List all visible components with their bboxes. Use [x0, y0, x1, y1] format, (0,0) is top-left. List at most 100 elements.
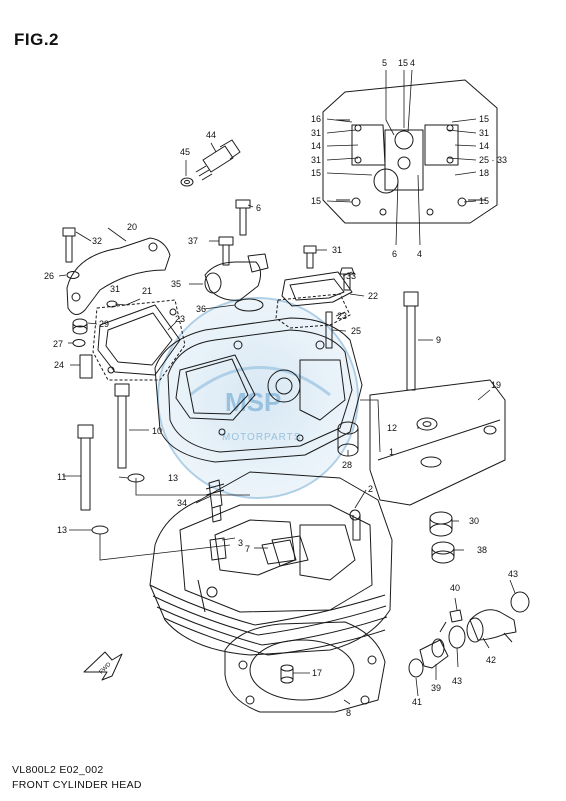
callout-36: 36: [196, 304, 206, 314]
callout-26: 26: [44, 271, 54, 281]
cylinder-head-block: [149, 471, 393, 656]
part-37-bolt: [218, 236, 234, 266]
callout-6-top: 6: [392, 249, 397, 259]
part-42-pipe: [466, 609, 517, 643]
callout-9: 9: [436, 335, 441, 345]
callout-30: 30: [469, 516, 479, 526]
callout-44: 44: [206, 130, 216, 140]
part-6-bolt: [235, 199, 251, 236]
callout-34: 34: [177, 498, 187, 508]
part-20-bracket: [66, 237, 171, 315]
callout-42: 42: [486, 655, 496, 665]
part-30-grommet: [429, 511, 453, 537]
callout-38: 38: [477, 545, 487, 555]
part-40-bolt: [439, 609, 463, 633]
callout-13-a: 13: [168, 473, 178, 483]
part-44-sensor: [195, 139, 241, 181]
part-13-washer-lower: [91, 525, 109, 535]
callout-15: 15: [398, 58, 408, 68]
callout-13-b: 13: [57, 525, 67, 535]
callout-10: 10: [152, 426, 162, 436]
callout-15-d: 15: [479, 196, 489, 206]
callout-39: 39: [431, 683, 441, 693]
callout-6: 6: [256, 203, 261, 213]
callout-27: 27: [53, 339, 63, 349]
part-10-bolt: [114, 383, 130, 469]
callout-3: 3: [238, 538, 243, 548]
callout-31-left: 31: [110, 284, 120, 294]
callout-28: 28: [342, 460, 352, 470]
callout-31-a: 31: [311, 128, 321, 138]
part-25-stud: [325, 311, 333, 349]
callout-labels: 5 15 4 1 6 31 14 31 15 15 15 31 14 25 · 3…: [44, 58, 518, 718]
part-35-thermostat-housing: [204, 253, 269, 301]
callout-33: 33: [346, 271, 356, 281]
part-27-washer: [72, 339, 86, 347]
figure-caption: FRONT CYLINDER HEAD: [12, 779, 142, 791]
callout-12: 12: [387, 423, 397, 433]
part-11-bolt: [77, 424, 94, 511]
callout-14-a: 14: [311, 141, 321, 151]
callout-20: 20: [127, 222, 137, 232]
callout-32: 32: [92, 236, 102, 246]
callout-31-c: 31: [479, 128, 489, 138]
part-24-dowel: [79, 354, 93, 379]
part-12-washer-hole: [422, 421, 432, 427]
callout-31-b: 31: [311, 155, 321, 165]
part-21-valve-cover: [97, 304, 181, 376]
callout-1: 1: [389, 447, 394, 457]
callout-25-33: 25 · 33: [479, 155, 507, 165]
callout-23-right: 23: [337, 311, 347, 321]
part-12-washer: [416, 417, 438, 431]
cylinder-head-top: [167, 329, 353, 453]
part-7-stud: [261, 539, 297, 565]
callout-15-c: 15: [479, 114, 489, 124]
callout-43-left: 43: [452, 676, 462, 686]
part-41-o-ring: [408, 658, 424, 678]
part-19-side-cover: [369, 379, 506, 506]
callout-11: 11: [57, 472, 66, 482]
callout-21: 21: [142, 286, 152, 296]
callout-43-right: 43: [508, 569, 518, 579]
callout-15-a: 15: [311, 168, 321, 178]
watermark-logo: MSP MOTORPARTS: [157, 297, 359, 499]
leader-lines: [58, 69, 516, 705]
part-43-clamp-right: [510, 591, 530, 613]
callout-24: 24: [54, 360, 64, 370]
part-43-clamp-left: [448, 625, 466, 649]
head-top-view: [322, 79, 498, 224]
part-8-head-gasket: [224, 621, 386, 713]
callout-14-b: 14: [479, 141, 489, 151]
callout-25: 25: [351, 326, 361, 336]
part-31-bolt-right: [303, 245, 317, 269]
part-33-nut: [339, 267, 355, 291]
head-cover-gasket: [154, 317, 363, 463]
callout-4: 4: [417, 249, 422, 259]
callout-17: 17: [312, 668, 322, 678]
callout-41: 41: [412, 697, 422, 707]
callout-29: 29: [99, 319, 109, 329]
part-32-bolt: [62, 227, 76, 263]
callout-23-left: 23: [175, 314, 185, 324]
part-22-cover: [281, 271, 353, 307]
part-39-union: [419, 638, 449, 669]
part-45-washer: [180, 177, 194, 187]
figure-title: FIG.2: [14, 30, 60, 49]
model-code: VL800L2 E02_002: [12, 764, 104, 776]
callout-18: 18: [479, 168, 489, 178]
part-3-spark-plug-sleeve: [209, 537, 227, 561]
callout-7: 7: [245, 544, 250, 554]
callout-4-top: 4: [410, 58, 415, 68]
callout-15-b: 15: [311, 196, 321, 206]
callout-31-right: 31: [332, 245, 342, 255]
part-34-spark-plug: [205, 479, 225, 523]
callout-5: 5: [382, 58, 387, 68]
part-23-gasket-left: [92, 299, 186, 381]
part-17-dowel: [280, 664, 294, 684]
callout-45: 45: [180, 147, 190, 157]
callout-8: 8: [346, 708, 351, 718]
part-9-bolt: [403, 291, 419, 391]
part-28-plug: [337, 421, 359, 457]
callout-37: 37: [188, 236, 198, 246]
